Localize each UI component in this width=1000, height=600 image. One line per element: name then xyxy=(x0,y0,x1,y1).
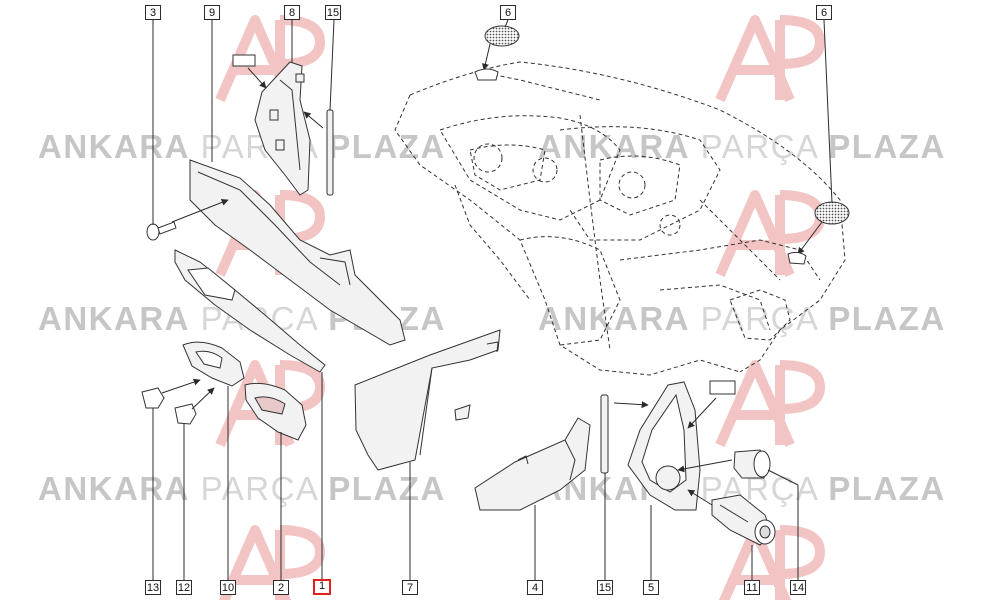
watermark-word: ANKARA xyxy=(538,128,690,165)
callout-6-left: 6 xyxy=(500,5,516,20)
callout-14: 14 xyxy=(790,580,806,595)
watermark-row: ANKARA PARÇA PLAZA xyxy=(38,470,446,508)
callout-7: 7 xyxy=(402,580,418,595)
part-right-end-trim xyxy=(627,381,701,511)
callout-15-top: 15 xyxy=(325,5,341,20)
part-air-vent-left xyxy=(182,341,245,387)
leader-lines xyxy=(152,19,833,580)
callout-13: 13 xyxy=(145,580,161,595)
watermark-word: PARÇA xyxy=(700,300,818,337)
part-clip xyxy=(141,387,197,425)
vent-grille-cap-left xyxy=(484,25,520,47)
watermark-word: PARÇA xyxy=(700,128,818,165)
callout-15-bottom: 15 xyxy=(597,580,613,595)
part-screw xyxy=(146,221,177,241)
callout-9: 9 xyxy=(204,5,220,20)
callout-3: 3 xyxy=(145,5,161,20)
callout-5: 5 xyxy=(643,580,659,595)
callout-4: 4 xyxy=(527,580,543,595)
part-upper-trim-strip xyxy=(189,159,406,346)
callout-12: 12 xyxy=(176,580,192,595)
watermark-word: PLAZA xyxy=(328,470,446,507)
callout-10: 10 xyxy=(220,580,236,595)
watermark-word: ANKARA xyxy=(38,128,190,165)
part-glovebox-cover xyxy=(474,417,591,511)
watermark-row: ANKARA PARÇA PLAZA xyxy=(538,128,946,166)
callout-2: 2 xyxy=(273,580,289,595)
logo-watermark xyxy=(715,15,825,103)
watermark-word: ANKARA xyxy=(38,300,190,337)
watermark-word: ANKARA xyxy=(538,300,690,337)
part-seal-strip-bottom xyxy=(600,394,609,474)
part-lower-dash-bezel xyxy=(174,249,326,373)
callout-8: 8 xyxy=(284,5,300,20)
label-tag xyxy=(232,54,256,67)
callout-11: 11 xyxy=(744,580,760,595)
watermark-word: PLAZA xyxy=(328,128,446,165)
watermark-word: PLAZA xyxy=(828,470,946,507)
part-side-end-panel xyxy=(354,329,501,471)
watermark-row: ANKARA PARÇA PLAZA xyxy=(538,300,946,338)
part-side-trim-bracket xyxy=(254,61,311,196)
watermark-word: PLAZA xyxy=(828,300,946,337)
callout-6-right: 6 xyxy=(816,5,832,20)
callout-1-highlighted: 1 xyxy=(313,579,331,595)
watermark-word: PARÇA xyxy=(200,470,318,507)
vent-grille-cap-right xyxy=(814,201,850,225)
part-blanking-plug xyxy=(733,449,771,479)
part-power-socket xyxy=(711,494,776,546)
watermark-word: PLAZA xyxy=(828,128,946,165)
watermark-word: ANKARA xyxy=(38,470,190,507)
part-air-vent-right xyxy=(244,382,307,441)
label-tag xyxy=(709,380,736,395)
part-seal-strip-top xyxy=(326,109,334,196)
logo-watermark xyxy=(715,360,825,448)
